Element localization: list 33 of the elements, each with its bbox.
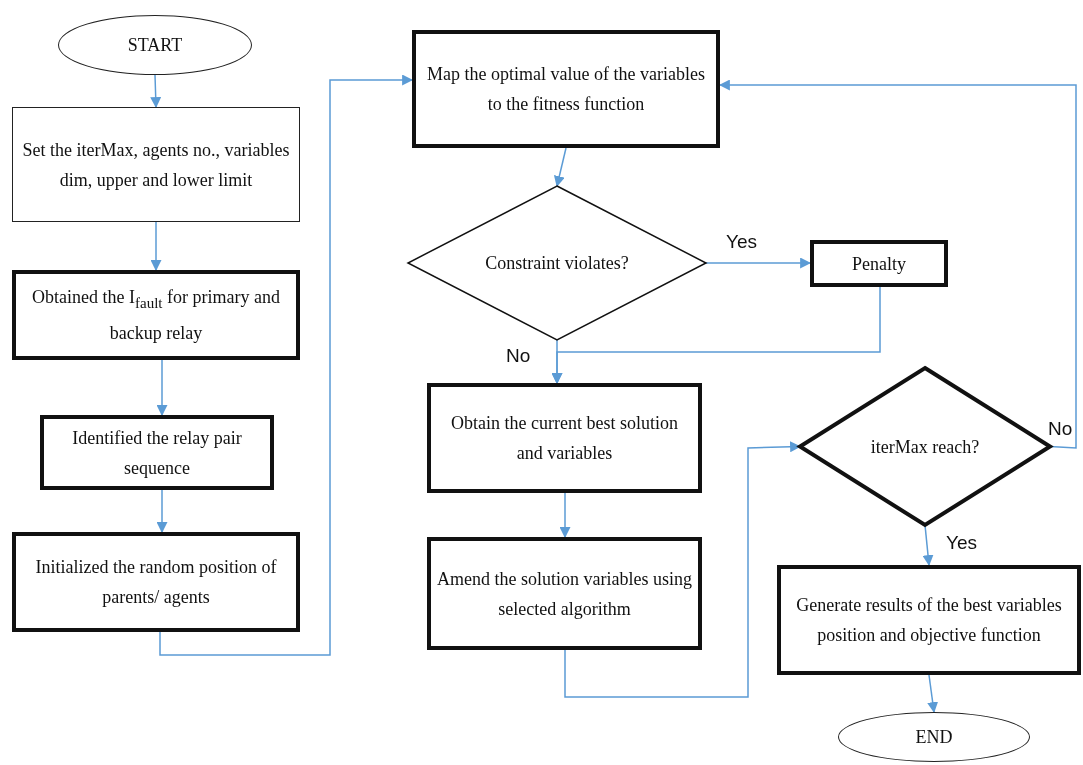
arrow (156, 489, 168, 534)
arrow (551, 339, 563, 385)
node-text: Penalty (851, 252, 907, 276)
process-box (810, 240, 948, 287)
node-text: Obtain the current best solution and variables (450, 412, 679, 465)
arrow (150, 221, 162, 272)
arrow (156, 359, 168, 417)
node-text: Set the iterMax, agents no., variables dim, upper and lower limit (21, 138, 291, 192)
node-text: Amend the solution variables using selected algorithm (436, 567, 693, 621)
node-text: iterMax reach? (869, 435, 981, 459)
process-box (12, 270, 300, 360)
process-box (412, 30, 720, 148)
node-text: Generate results of the best variables position and objective function (795, 594, 1063, 647)
process-box (12, 107, 300, 222)
node-text: Constraint violates? (484, 252, 630, 275)
node-text: Obtained the I$_{fault}$ for primary and backup relay (31, 286, 281, 345)
arrow (927, 674, 939, 714)
process-box (777, 565, 1081, 675)
arrow (559, 492, 571, 539)
arrow (159, 74, 414, 656)
process-box (427, 383, 702, 493)
arrow (150, 74, 162, 109)
node-text: Initialized the random position of parents/ agents (34, 556, 278, 609)
arrow (705, 257, 812, 269)
process-box (427, 537, 702, 650)
process-box (12, 532, 300, 632)
node-text: Map the optimal value of the variables to the fitness function (426, 63, 706, 116)
node-text: START (126, 34, 184, 57)
arrow (553, 147, 567, 188)
node-text: Identified the relay pair sequence (71, 426, 243, 480)
arrow (922, 524, 934, 567)
process-box (40, 415, 274, 490)
node-text: END (914, 726, 954, 749)
